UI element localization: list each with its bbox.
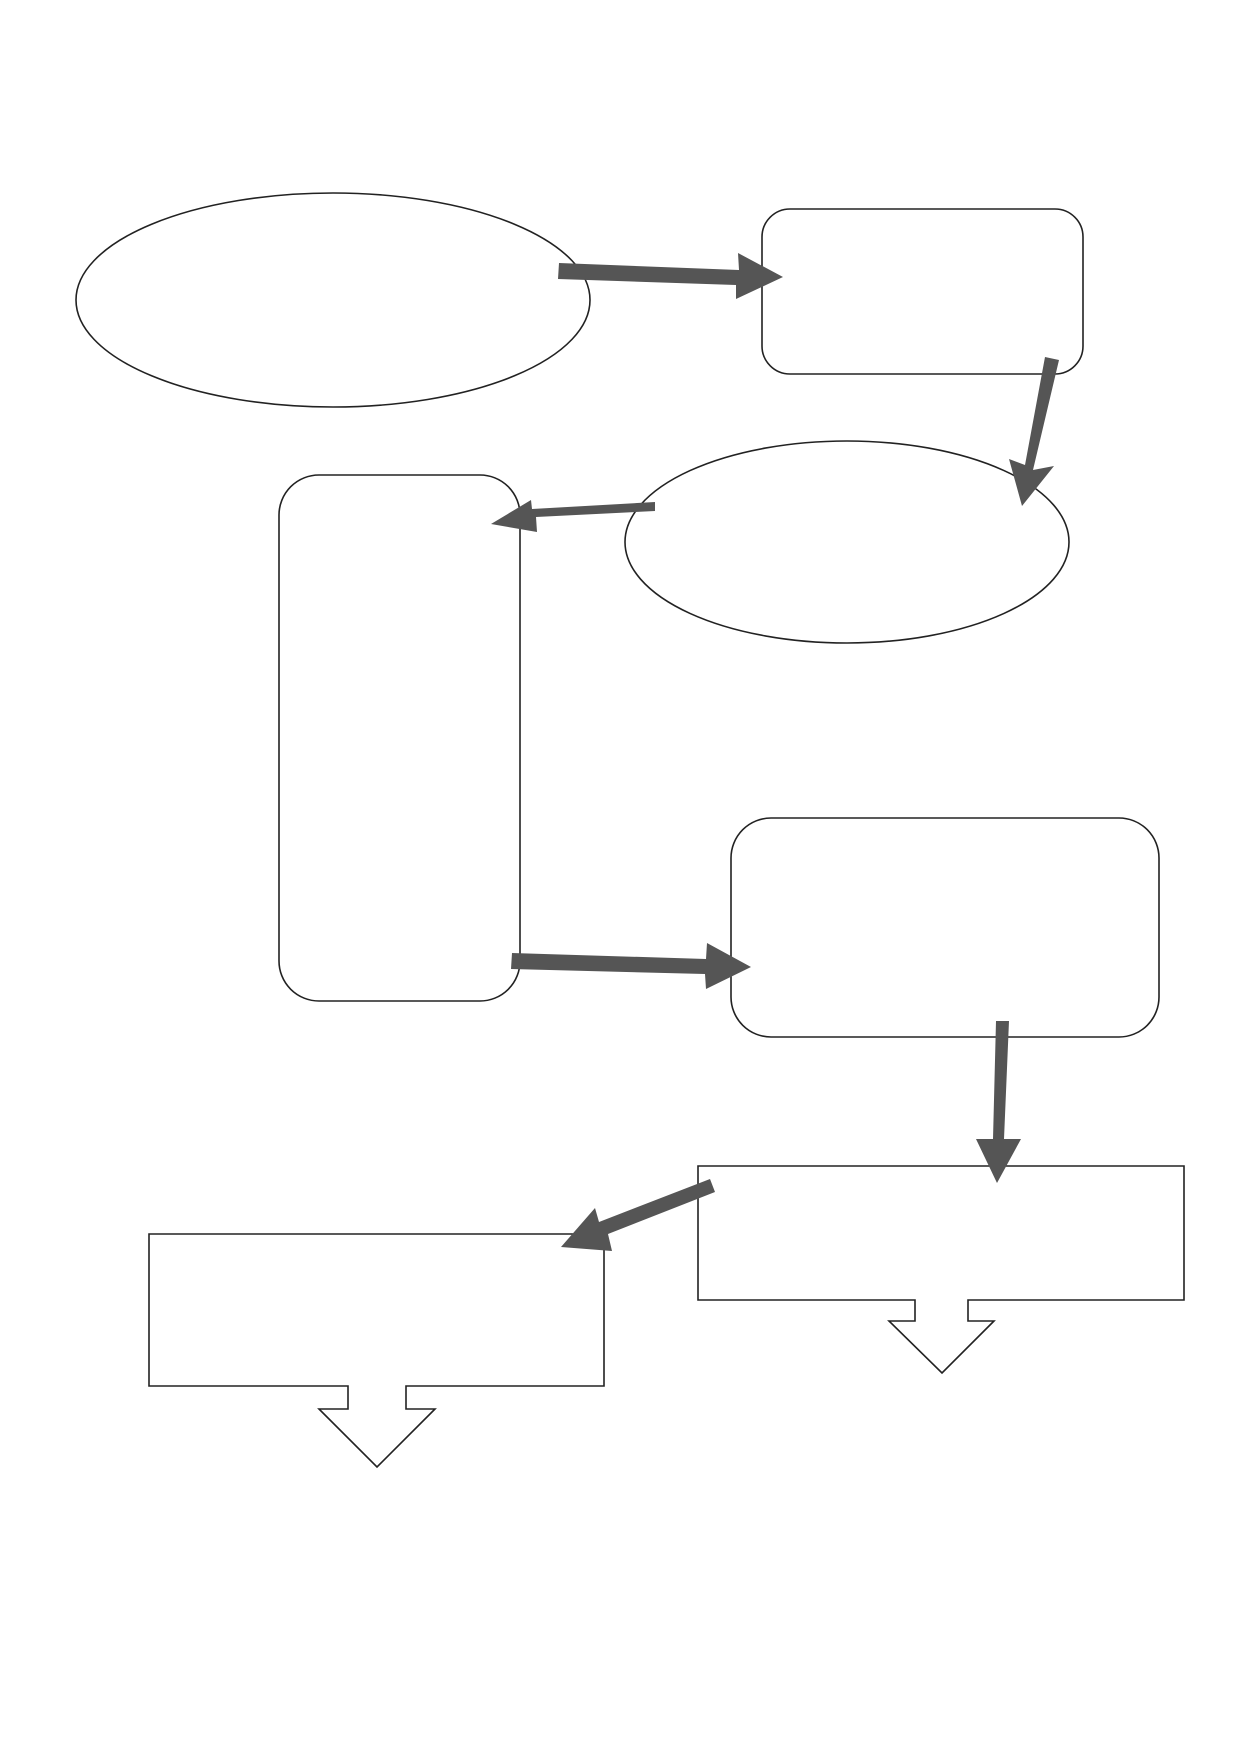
arrow-node1-to-node2	[558, 253, 783, 299]
node-4-tall-rounded-box	[278, 474, 521, 1002]
node-3-ellipse	[624, 440, 1070, 644]
node-2-rounded-box	[761, 208, 1084, 375]
arrow-node2-to-node3	[1009, 357, 1059, 506]
node-6-down-arrow-callout	[697, 1165, 1185, 1375]
arrow-node6-to-node7	[561, 1179, 715, 1251]
node-7-down-arrow-callout	[148, 1233, 605, 1469]
arrow-node4-to-node5	[511, 943, 751, 989]
node-5-rounded-box	[730, 817, 1160, 1038]
arrow-node5-to-node6	[976, 1021, 1021, 1183]
node-1-ellipse	[75, 192, 591, 408]
arrow-node3-to-node4	[491, 500, 655, 532]
